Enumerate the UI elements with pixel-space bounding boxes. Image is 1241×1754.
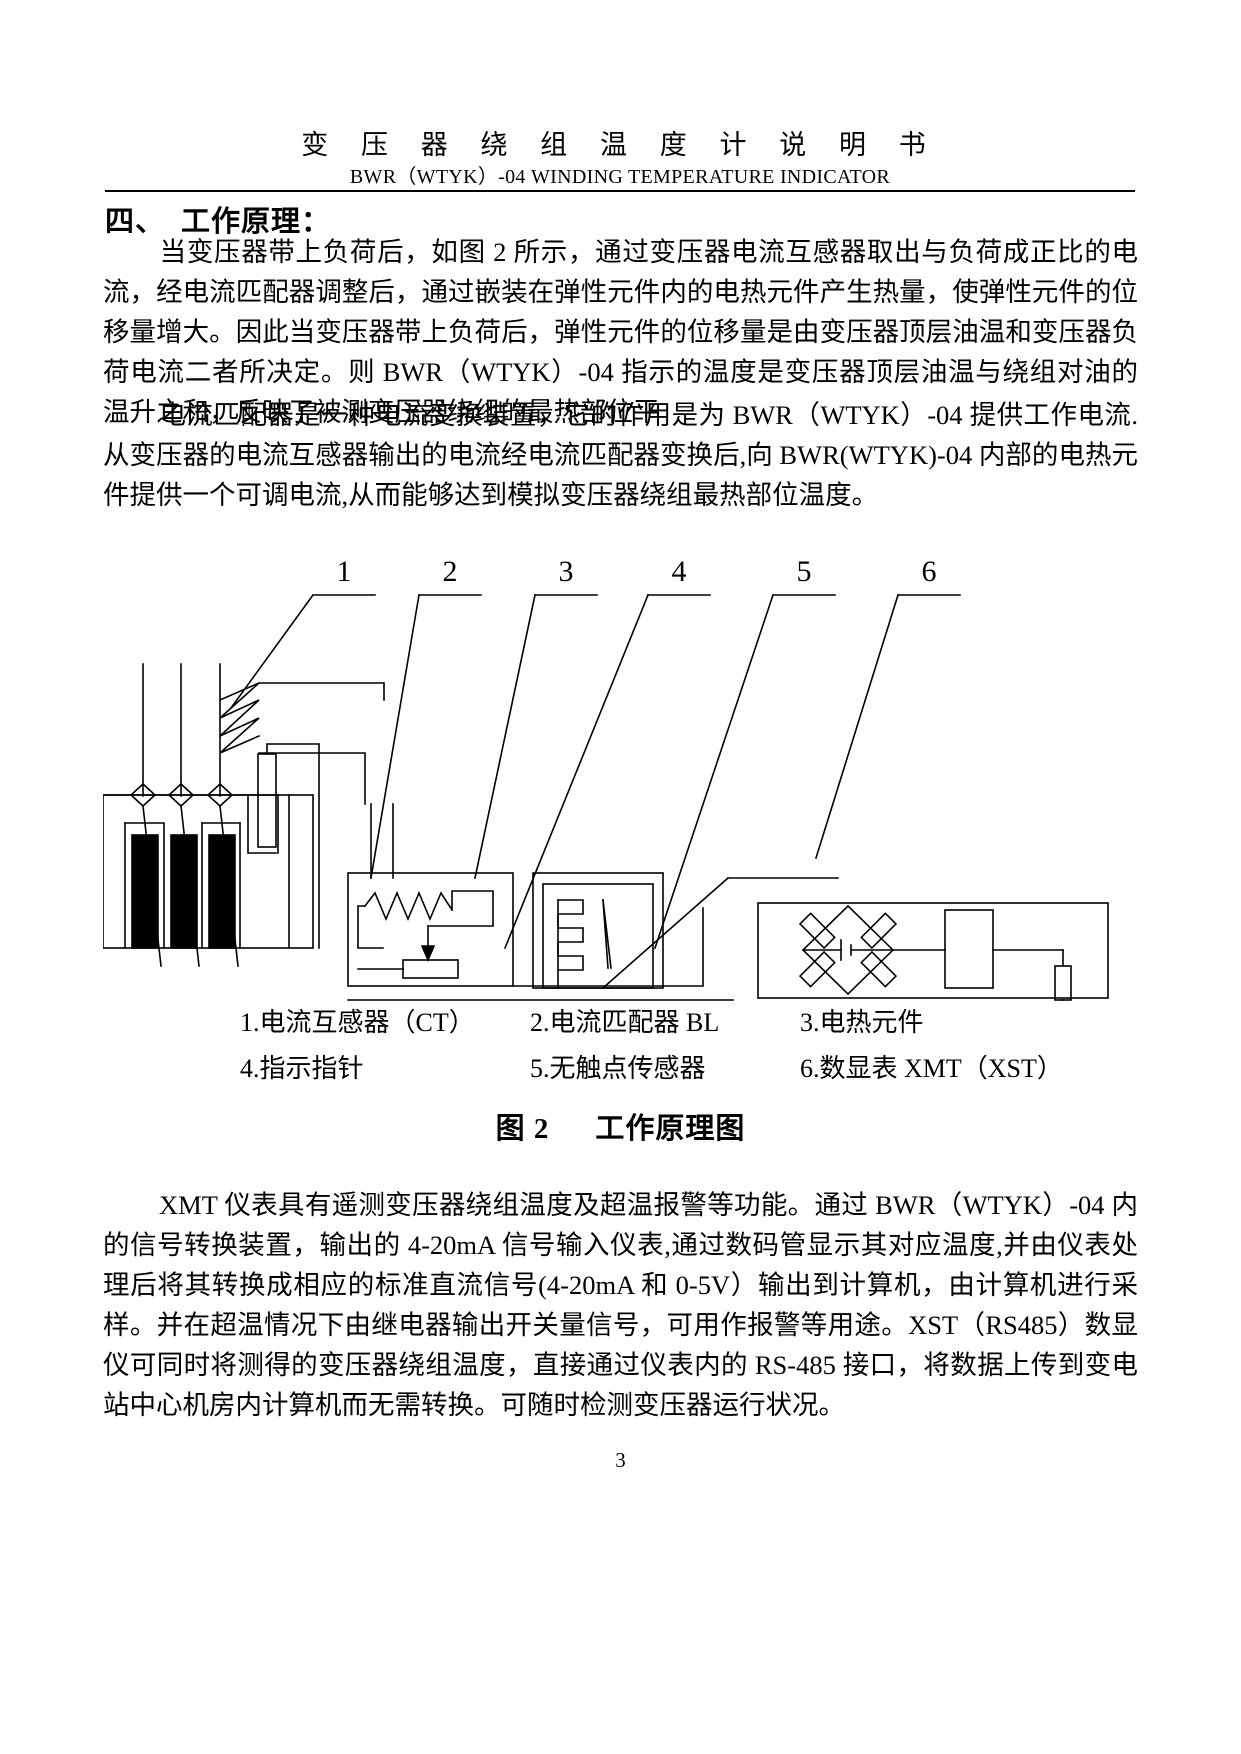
paragraph-text: 当变压器带上负荷后，如图 2 所示，通过变压器电流互感器取出与负荷成正比的电流，… — [103, 237, 1138, 427]
ct-lead-bottom — [258, 752, 366, 805]
capillary-bl-to-heater — [512, 907, 704, 987]
bl-resistor-zigzag — [363, 890, 454, 922]
bridge-resistor-br — [860, 950, 898, 988]
heater-enclosure-box — [532, 872, 664, 989]
callout-number-4: 4 — [672, 555, 687, 588]
schematic-svg: 1 2 3 4 5 6 — [103, 555, 1109, 1001]
figure-caption-text: 工作原理图 — [595, 1113, 746, 1145]
legend-item-4: 4.指示指针 — [240, 1054, 364, 1083]
heater-bellows-comb — [557, 899, 584, 971]
bl-resistor-lead — [427, 890, 494, 927]
callout-leader-6 — [814, 593, 900, 860]
ct-sensing-rod — [257, 753, 277, 848]
page-header: 变 压 器 绕 组 温 度 计 说 明 书 BWR（WTYK）-04 WINDI… — [105, 128, 1135, 190]
bl-arrow-head — [420, 945, 436, 963]
ct-rod-lead-top — [266, 743, 320, 949]
header-title-en: BWR（WTYK）-04 WINDING TEMPERATURE INDICAT… — [349, 166, 891, 188]
callout-leader-1 — [229, 593, 315, 710]
ct-rod-lead-left — [247, 794, 277, 854]
wheatstone-bridge — [798, 904, 898, 996]
bl-enclosure-box — [347, 872, 514, 987]
section-heading: 四、工作原理： — [105, 198, 331, 240]
legend-item-6: 6.数显表 XMT（XST） — [800, 1054, 1063, 1083]
bridge-resistor-bl — [798, 950, 836, 988]
ct-core-bar-a — [131, 834, 159, 949]
callout-leader-3 — [474, 594, 536, 879]
xmt-display-module — [944, 909, 994, 989]
bl-lead-left — [357, 905, 384, 949]
legend-item-5: 5.无触点传感器 — [530, 1054, 706, 1083]
callout-number-2: 2 — [443, 555, 458, 588]
header-title-cn: 变 压 器 绕 组 温 度 计 说 明 书 — [301, 130, 939, 160]
callout-leader-4 — [503, 593, 650, 950]
header-divider — [105, 190, 1135, 192]
ct-core-bar-b — [170, 834, 198, 949]
xmt-output-resistor — [1054, 965, 1072, 1001]
figure-caption-label: 图 2 — [495, 1113, 550, 1145]
callout-number-5: 5 — [797, 555, 812, 588]
page-number: 3 — [615, 1448, 626, 1472]
ct-wire-b — [180, 805, 200, 967]
legend-row: 1.电流互感器（CT） 2.电流匹配器 BL 3.电热元件 — [240, 1000, 1070, 1046]
callout-leader-5 — [653, 593, 775, 950]
bridge-resistor-tl — [798, 912, 836, 950]
ct-lead-top — [258, 682, 385, 701]
legend-item-3: 3.电热元件 — [800, 1008, 924, 1037]
callout-number-1: 1 — [337, 555, 352, 588]
figure-caption: 图 2 工作原理图 — [0, 1105, 1241, 1147]
sensor-pointer-leader — [601, 876, 730, 990]
meter-enclosure-box — [757, 902, 1109, 999]
paragraph-text: 电流匹配器是一种电流变换装置，它的作用是为 BWR（WTYK）-04 提供工作电… — [103, 400, 1138, 510]
paragraph-xmt-description: XMT 仪表具有遥测变压器绕组温度及超温报警等功能。通过 BWR（WTYK）-0… — [103, 1185, 1138, 1425]
ct-core-bar-c — [208, 834, 236, 949]
paragraph-text: XMT 仪表具有遥测变压器绕组温度及超温报警等功能。通过 BWR（WTYK）-0… — [103, 1190, 1138, 1420]
bl-output-block — [402, 959, 459, 979]
ct-winding-zigzag — [218, 682, 261, 754]
legend-item-2: 2.电流匹配器 BL — [530, 1008, 720, 1037]
ct-wire-c — [219, 805, 239, 967]
paragraph-principle-1: 当变压器带上负荷后，如图 2 所示，通过变压器电流互感器取出与负荷成正比的电流，… — [103, 232, 1138, 432]
callout-number-6: 6 — [922, 555, 937, 588]
legend-row: 4.指示指针 5.无触点传感器 6.数显表 XMT（XST） — [240, 1046, 1070, 1092]
figure-legend: 1.电流互感器（CT） 2.电流匹配器 BL 3.电热元件 4.指示指针 5.无… — [240, 1000, 1070, 1092]
section-number: 四、 — [105, 206, 166, 238]
section-title: 工作原理： — [181, 206, 332, 238]
heater-inner-box — [542, 883, 654, 989]
legend-item-1: 1.电流互感器（CT） — [240, 1008, 475, 1037]
callout-leader-2 — [370, 594, 420, 879]
paragraph-principle-2: 电流匹配器是一种电流变换装置，它的作用是为 BWR（WTYK）-04 提供工作电… — [103, 395, 1138, 515]
bridge-resistor-tr — [860, 912, 898, 950]
ct-wire-a — [142, 805, 162, 967]
working-principle-diagram: 1 2 3 4 5 6 — [103, 548, 1138, 1008]
indicator-needle-edge — [602, 899, 609, 969]
callout-number-3: 3 — [559, 555, 574, 588]
